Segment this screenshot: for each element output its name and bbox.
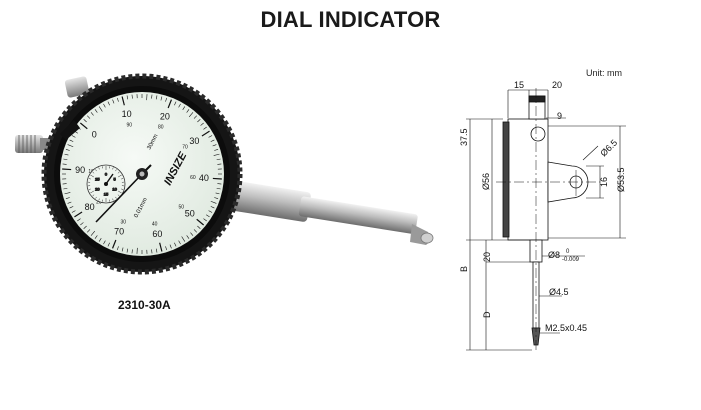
dim-d: D	[482, 311, 492, 318]
dim-16: 16	[599, 177, 609, 187]
counter-number: 5	[114, 177, 117, 182]
dial-number: 0	[92, 129, 97, 139]
dial-number: 50	[185, 209, 195, 219]
dim-6-5: Ø6.5	[598, 138, 619, 159]
dial-inner-number: 70	[182, 145, 188, 151]
dial-number: 90	[75, 165, 85, 175]
dim-9: 9	[557, 111, 562, 121]
dim-8: Ø8	[548, 250, 560, 260]
dial-number: 20	[160, 111, 170, 121]
spindle	[228, 180, 434, 245]
dim-m2-5: M2.5x0.45	[545, 323, 587, 333]
dim-37-5: 37.5	[459, 128, 469, 146]
unit-label: Unit: mm	[586, 68, 622, 78]
dim-8-tol-upper: 0	[566, 249, 570, 255]
dial-inner-number: 40	[152, 221, 158, 227]
model-number: 2310-30A	[118, 298, 171, 312]
page-title: DIAL INDICATOR	[260, 7, 441, 32]
counter-number: 0	[105, 172, 108, 177]
dial-number: 80	[85, 202, 95, 212]
dim-20-top: 20	[552, 80, 562, 90]
counter-number: 25	[95, 177, 100, 182]
counter-number: 10	[112, 187, 117, 192]
dial-number: 60	[152, 229, 162, 239]
dial-number: 30	[189, 136, 199, 146]
dim-56: Ø56	[481, 173, 491, 190]
dial-inner-number: 50	[179, 205, 185, 211]
counter-number: 20	[95, 187, 100, 192]
dial-inner-number: 20	[96, 199, 102, 205]
dim-15: 15	[514, 80, 524, 90]
dial-number: 10	[122, 109, 132, 119]
dim-20-side: 20	[482, 252, 492, 262]
dim-4-5: Ø4.5	[549, 287, 569, 297]
counter-number: 15	[104, 192, 109, 197]
dim-53-5: Ø53.5	[616, 167, 626, 192]
dial-number: 70	[114, 227, 124, 237]
dial-inner-number: 90	[127, 123, 133, 129]
dial-inner-number: 80	[158, 125, 164, 131]
knob-top-icon	[64, 76, 90, 98]
main-needle	[95, 173, 143, 223]
dim-b: B	[459, 266, 469, 272]
dim-8-tol-lower: -0.009	[562, 257, 580, 263]
dial-inner-number: 60	[190, 175, 196, 181]
dial-inner-number: 30	[120, 219, 126, 225]
dial-number: 40	[199, 173, 209, 183]
